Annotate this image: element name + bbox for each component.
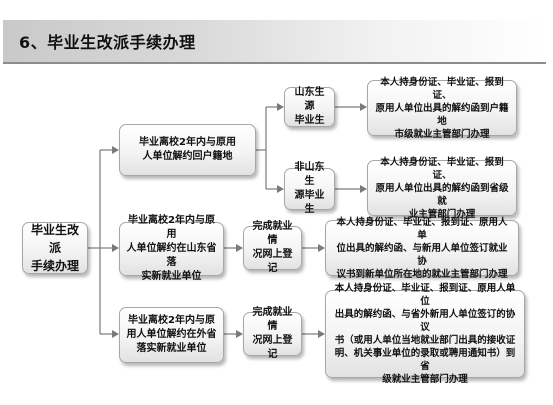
sub-label: 完成就业情 况网上登记 xyxy=(252,307,293,360)
sub-shandong-origin: 山东生源 毕业生 xyxy=(284,87,335,127)
result-new-unit-shandong: 本人持身份证、毕业证、报到证、原用人单 位出具的解约函、与新用人单位签订就业协 … xyxy=(325,217,519,280)
page-title: 6、毕业生改派手续办理 xyxy=(19,33,196,52)
root-node: 毕业生改派 手续办理 xyxy=(22,222,88,274)
result-non-shandong-origin: 本人持身份证、毕业证、报到证、 原用人单位出具的解约函到省级就 业主管部门办理 xyxy=(367,157,517,220)
result-text: 本人持身份证、毕业证、报到证、原用人单位 出具的解约函、与省外新用人单位签订的协… xyxy=(334,283,516,385)
branch-new-unit-shandong: 毕业离校2年内与原用 人单位解约在山东省落 实新就业单位 xyxy=(119,215,224,282)
result-new-unit-other-province: 本人持身份证、毕业证、报到证、原用人单位 出具的解约函、与省外新用人单位签订的协… xyxy=(325,283,525,385)
title-bar: 6、毕业生改派手续办理 xyxy=(3,20,546,64)
sub-online-registration: 完成就业情 况网上登记 xyxy=(243,221,302,274)
branch-new-unit-other-province: 毕业离校2年内与原 用人单位解约在外省 落实新就业单位 xyxy=(119,307,224,363)
branch-label: 毕业离校2年内与原 用人单位解约在外省 落实新就业单位 xyxy=(126,315,217,354)
sub-label: 非山东生 源毕业生 xyxy=(294,162,325,215)
sub-non-shandong-origin: 非山东生 源毕业生 xyxy=(284,162,335,215)
root-label: 毕业生改派 手续办理 xyxy=(30,223,79,273)
branch-label: 毕业离校2年内与原用 人单位解约回户籍地 xyxy=(139,137,236,162)
sub-online-registration: 完成就业情 况网上登记 xyxy=(243,307,302,360)
sub-label: 山东生源 毕业生 xyxy=(294,87,325,126)
sub-label: 完成就业情 况网上登记 xyxy=(252,221,293,274)
result-text: 本人持身份证、毕业证、报到证、 原用人单位出具的解约函到户籍地 市级就业主管部门… xyxy=(375,76,509,140)
result-shandong-origin: 本人持身份证、毕业证、报到证、 原用人单位出具的解约函到户籍地 市级就业主管部门… xyxy=(367,77,517,140)
branch-label: 毕业离校2年内与原用 人单位解约在山东省落 实新就业单位 xyxy=(126,215,217,282)
result-text: 本人持身份证、毕业证、报到证、原用人单 位出具的解约函、与新用人单位签订就业协 … xyxy=(336,216,508,280)
result-text: 本人持身份证、毕业证、报到证、 原用人单位出具的解约函到省级就 业主管部门办理 xyxy=(375,156,509,220)
branch-return-hometown: 毕业离校2年内与原用 人单位解约回户籍地 xyxy=(119,124,256,176)
